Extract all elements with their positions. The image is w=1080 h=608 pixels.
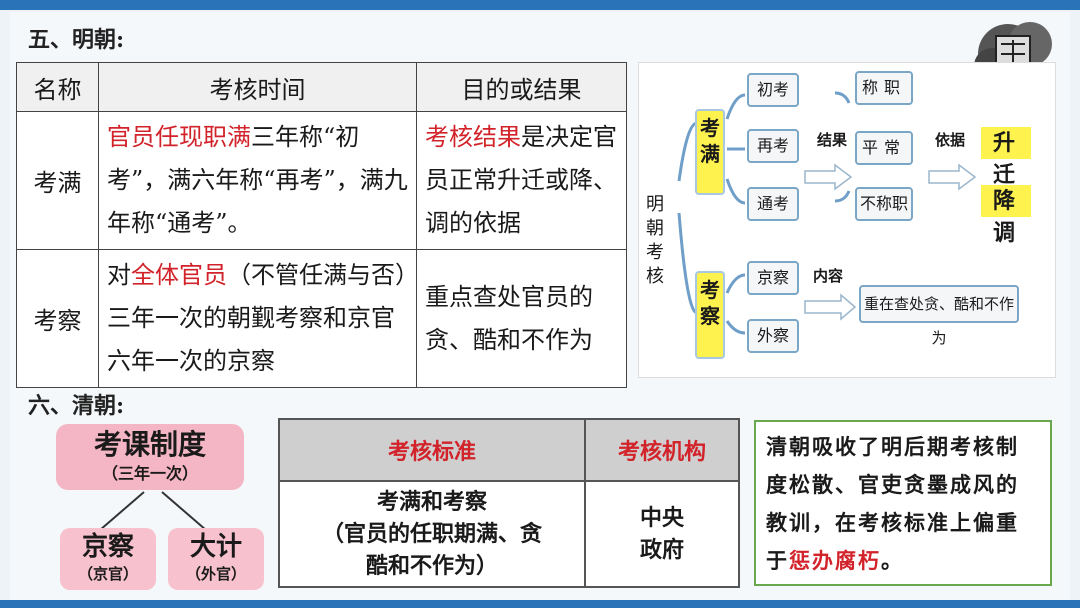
tree-daji-box: 大计 （外官）: [168, 528, 264, 590]
ming-assessment-diagram: 明朝考核 考满 初考 再考 通考 结果 称职 平常 不称职 依据 升迁 降调 考…: [638, 62, 1056, 378]
agency-line-1: 中央: [639, 505, 684, 531]
row-kaoman-result: 考核结果是决定官员正常升迁或降、调的依据: [416, 111, 627, 250]
row-kaocha-name: 考察: [16, 249, 99, 388]
tree-root-box: 考课制度 （三年一次）: [56, 424, 244, 490]
header-result: 目的或结果: [416, 62, 627, 112]
diagram-kaocha-box: 考察: [695, 271, 725, 359]
section-6-title: 六、清朝:: [28, 393, 125, 419]
diagram-jingcha: 京察: [747, 261, 799, 295]
diagram-content-box: 重在查处贪、酷和不作为: [859, 285, 1019, 347]
standard-line-3: 酷和不作为）: [365, 553, 498, 579]
section-5-title: 五、明朝:: [28, 27, 125, 53]
kaoman-result-highlight: 考核结果: [425, 123, 521, 151]
summary-text: 清朝吸收了明后期考核制度松散、官吏贪墨成风的教训，在考核标准上偏重于: [766, 434, 1019, 573]
diagram-chengzhi: 称职: [855, 71, 913, 105]
kaocha-time-highlight: 全体官员: [131, 261, 227, 289]
diagram-kaoman-box: 考满: [695, 109, 725, 195]
tree-root-title: 考课制度: [93, 428, 206, 461]
ming-assessment-table: 名称 考核时间 目的或结果 考满 官员任现职满三年称“初考”，满六年称“再考”，…: [16, 62, 627, 388]
diagram-zaikao: 再考: [747, 129, 799, 163]
tree-daji-title: 大计: [189, 532, 242, 562]
kaocha-time-pre: 对: [107, 261, 131, 289]
header-time: 考核时间: [98, 62, 417, 112]
diagram-shengqian: 升迁: [981, 127, 1031, 188]
row-kaocha-time: 对全体官员（不管任满与否）三年一次的朝觐考察和京官六年一次的京察: [98, 249, 417, 388]
diagram-content-label: 内容: [813, 267, 844, 285]
qing-summary-box: 清朝吸收了明后期考核制度松散、官吏贪墨成风的教训，在考核标准上偏重于惩办腐朽。: [754, 420, 1052, 586]
row-kaoman-time: 官员任现职满三年称“初考”，满六年称“再考”，满九年称“通考”。: [98, 111, 417, 250]
bottom-bar: [0, 600, 1080, 608]
tree-jingcha-box: 京察 （京官）: [60, 528, 156, 590]
tree-jingcha-subtitle: （京官）: [77, 565, 138, 583]
diagram-buchengzhi: 不称职: [855, 187, 913, 221]
standard-line-1: 考满和考察: [376, 489, 487, 515]
diagram-connectors: [677, 91, 977, 335]
diagram-waicha: 外察: [747, 319, 799, 353]
diagram-basis-label: 依据: [935, 131, 966, 149]
top-bar: [0, 0, 1080, 10]
standard-line-2: （官员的任职期满、贪: [321, 521, 542, 547]
diagram-tongkao: 通考: [747, 187, 799, 221]
cell-standard: 考满和考察 （官员的任职期满、贪 酷和不作为）: [278, 480, 586, 588]
kaocha-time-text: （不管任满与否）三年一次的朝觐考察和京官六年一次的京察: [107, 261, 407, 375]
diagram-result-label: 结果: [817, 131, 848, 149]
tree-jingcha-title: 京察: [81, 532, 134, 562]
header-name: 名称: [16, 62, 99, 112]
row-kaocha-result: 重点查处官员的贪、酷和不作为: [416, 249, 627, 388]
tree-daji-subtitle: （外官）: [185, 565, 246, 583]
diagram-pingchang: 平常: [855, 131, 913, 165]
diagram-jiangdiao: 降调: [981, 185, 1031, 246]
kaoman-time-text: 三年称“初考”，满六年称“再考”，满九年称“通考”。: [107, 123, 408, 237]
diagram-root-label: 明朝考核: [646, 194, 664, 287]
summary-end: 。: [881, 548, 904, 573]
kaoman-time-highlight: 官员任现职满: [107, 123, 251, 151]
agency-line-2: 政府: [639, 537, 684, 563]
header-agency: 考核机构: [584, 418, 740, 482]
cell-agency: 中央 政府: [584, 480, 740, 588]
header-standard: 考核标准: [278, 418, 586, 482]
summary-highlight: 惩办腐朽: [789, 548, 881, 573]
row-kaoman-name: 考满: [16, 111, 99, 250]
tree-connectors: [99, 491, 207, 531]
qing-assessment-table: 考核标准 考核机构 考满和考察 （官员的任职期满、贪 酷和不作为） 中央 政府: [278, 418, 740, 588]
diagram-chukao: 初考: [747, 73, 799, 107]
tree-root-subtitle: （三年一次）: [101, 464, 198, 483]
kaoman-result-text: 是决定官员正常升迁或降、调的依据: [425, 123, 617, 237]
